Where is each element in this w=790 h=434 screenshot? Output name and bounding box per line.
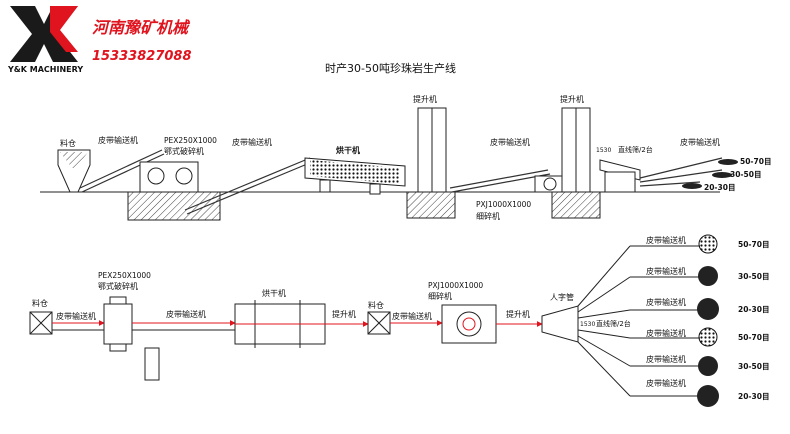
belt-conveyor-3-elevation: 皮带输送机 xyxy=(449,137,551,193)
svg-text:PEX250X1000: PEX250X1000 xyxy=(164,136,217,145)
svg-text:料仓: 料仓 xyxy=(32,298,48,308)
bucket-elevator-1-plan: 提升机 xyxy=(325,309,369,327)
svg-text:20-30目: 20-30目 xyxy=(704,183,736,192)
svg-text:30-50目: 30-50目 xyxy=(738,272,770,281)
fine-crusher-plan: PXJ1000X1000 细碎机 xyxy=(428,281,497,344)
svg-text:直线筛/2台: 直线筛/2台 xyxy=(618,145,653,154)
svg-text:皮带输送机: 皮带输送机 xyxy=(646,266,686,276)
belt-conveyor-3-plan: 皮带输送机 xyxy=(390,311,443,326)
svg-text:提升机: 提升机 xyxy=(413,94,437,104)
feed-bin-2-plan: 料仓 xyxy=(367,300,391,335)
jaw-crusher-elevation: PEX250X1000 鄂式破碎机 xyxy=(127,136,221,221)
svg-text:20-30目: 20-30目 xyxy=(738,392,770,401)
plan-view: 料仓 皮带输送机 PEX250X1000 鄂式破碎机 皮带输送机 xyxy=(29,234,770,407)
svg-text:皮带输送机: 皮带输送机 xyxy=(98,135,138,145)
elevation-view: 料仓 皮带输送机 PEX250X1000 鄂式破碎机 皮带输送机 xyxy=(40,94,772,221)
svg-text:皮带输送机: 皮带输送机 xyxy=(646,378,686,388)
svg-text:50-70目: 50-70目 xyxy=(740,157,772,166)
svg-text:皮带输送机: 皮带输送机 xyxy=(680,137,720,147)
belt-conveyor-1-plan: 皮带输送机 xyxy=(52,311,105,331)
svg-text:1530: 1530 xyxy=(580,321,595,328)
output-3: 皮带输送机 20-30目 xyxy=(630,297,770,320)
output-6: 皮带输送机 20-30目 xyxy=(630,378,770,407)
svg-text:皮带输送机: 皮带输送机 xyxy=(646,354,686,364)
svg-text:皮带输送机: 皮带输送机 xyxy=(646,297,686,307)
svg-text:烘干机: 烘干机 xyxy=(336,145,360,155)
feed-bin-elevation: 料仓 xyxy=(57,138,91,193)
linear-screen-elevation: 1530 直线筛/2台 xyxy=(596,145,653,193)
rotary-dryer-plan: 烘干机 xyxy=(234,288,326,348)
svg-text:直线筛/2台: 直线筛/2台 xyxy=(596,319,631,328)
svg-text:提升机: 提升机 xyxy=(506,309,530,319)
output-conveyors-elevation: 皮带输送机 50-70目 30-50目 20-30目 xyxy=(639,137,772,192)
svg-text:细碎机: 细碎机 xyxy=(428,291,452,301)
company-name: 河南豫矿机械 xyxy=(92,18,191,37)
svg-text:PEX250X1000: PEX250X1000 xyxy=(98,271,151,280)
diagram-title: 时产30-50吨珍珠岩生产线 xyxy=(325,61,456,75)
bucket-elevator-1-elevation: 提升机 xyxy=(406,94,456,219)
svg-text:皮带输送机: 皮带输送机 xyxy=(490,137,530,147)
bucket-elevator-2-elevation: 提升机 xyxy=(551,94,601,219)
svg-text:皮带输送机: 皮带输送机 xyxy=(166,309,206,319)
svg-text:50-70目: 50-70目 xyxy=(738,240,770,249)
rotary-dryer-elevation: 烘干机 xyxy=(304,145,406,195)
svg-text:烘干机: 烘干机 xyxy=(262,288,286,298)
svg-text:PXJ1000X1000: PXJ1000X1000 xyxy=(476,200,531,209)
svg-text:皮带输送机: 皮带输送机 xyxy=(232,137,272,147)
bucket-elevator-2-plan: 提升机 xyxy=(496,309,543,327)
svg-text:20-30目: 20-30目 xyxy=(738,305,770,314)
svg-text:皮带输送机: 皮带输送机 xyxy=(646,328,686,338)
svg-text:鄂式破碎机: 鄂式破碎机 xyxy=(98,281,138,291)
svg-text:30-50目: 30-50目 xyxy=(738,362,770,371)
svg-text:皮带输送机: 皮带输送机 xyxy=(646,235,686,245)
output-4: 皮带输送机 50-70目 xyxy=(630,327,770,347)
belt-conveyor-2-elevation: 皮带输送机 xyxy=(184,137,313,215)
brand-logo: Y&K MACHINERY xyxy=(7,6,83,74)
svg-text:提升机: 提升机 xyxy=(560,94,584,104)
svg-text:皮带输送机: 皮带输送机 xyxy=(392,311,432,321)
feed-bin-plan: 料仓 xyxy=(29,298,53,335)
svg-text:细碎机: 细碎机 xyxy=(476,211,500,221)
svg-text:皮带输送机: 皮带输送机 xyxy=(56,311,96,321)
output-5: 皮带输送机 30-50目 xyxy=(630,354,770,376)
svg-text:1530: 1530 xyxy=(596,147,611,154)
jaw-crusher-plan: PEX250X1000 鄂式破碎机 xyxy=(98,271,160,381)
output-conveyors-plan: 皮带输送机 50-70目 皮带输送机 30-50目 皮带输送机 20-30目 皮… xyxy=(577,234,770,407)
belt-conveyor-2-plan: 皮带输送机 xyxy=(132,309,236,331)
svg-text:鄂式破碎机: 鄂式破碎机 xyxy=(164,146,204,156)
svg-text:料仓: 料仓 xyxy=(368,300,384,310)
output-1: 皮带输送机 50-70目 xyxy=(630,234,770,254)
output-2: 皮带输送机 30-50目 xyxy=(630,266,770,286)
svg-text:提升机: 提升机 xyxy=(332,309,356,319)
logo-english-text: Y&K MACHINERY xyxy=(7,65,83,74)
belt-conveyor-1-elevation: 皮带输送机 xyxy=(79,135,165,193)
svg-text:PXJ1000X1000: PXJ1000X1000 xyxy=(428,281,483,290)
svg-text:30-50目: 30-50目 xyxy=(730,170,762,179)
svg-text:料仓: 料仓 xyxy=(60,138,76,148)
svg-text:人字管: 人字管 xyxy=(550,292,574,302)
svg-text:50-70目: 50-70目 xyxy=(738,333,770,342)
company-phone: 15333827088 xyxy=(92,49,192,64)
